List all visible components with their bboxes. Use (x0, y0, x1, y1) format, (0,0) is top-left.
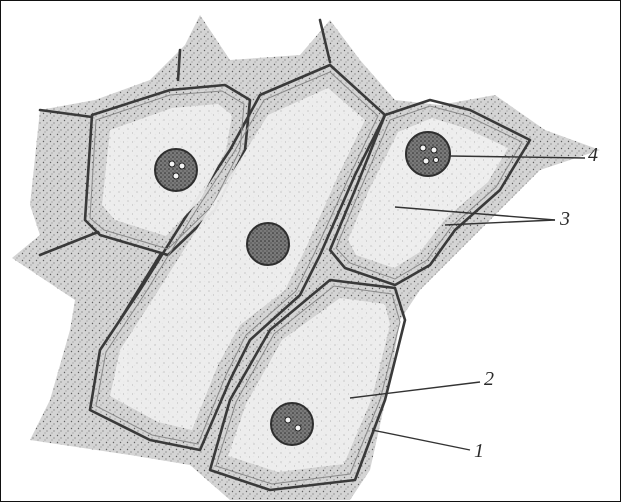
label-3: 3 (560, 208, 570, 231)
nucleus-central (247, 223, 289, 265)
label-4: 4 (588, 144, 598, 167)
nucleus-lower-right (271, 403, 313, 445)
nucleus-upper-left (155, 149, 197, 191)
label-2: 2 (484, 368, 494, 391)
leader-line-1 (372, 430, 470, 450)
label-1: 1 (474, 440, 484, 463)
nucleus-right-upper (406, 132, 450, 176)
